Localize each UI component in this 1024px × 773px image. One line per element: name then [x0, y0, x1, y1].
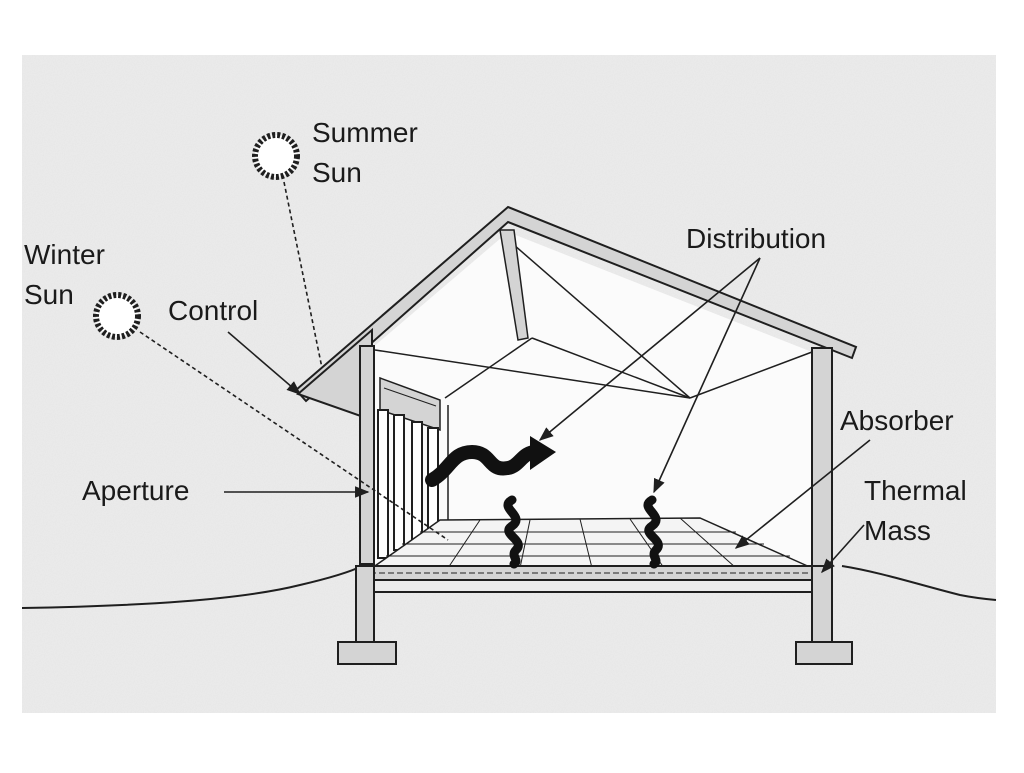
roof: [294, 205, 858, 403]
leader-lines: [224, 257, 871, 574]
label-winter-sun-line1: Winter: [24, 239, 105, 270]
ceiling-lines: [374, 237, 813, 399]
heat-squiggle-left-icon: [503, 495, 523, 569]
label-summer-sun-line2: Sun: [312, 157, 362, 188]
summer-sun-ray: [283, 181, 323, 369]
ridge-beam: [499, 229, 529, 341]
front-wall-header: [359, 345, 375, 565]
winter-sun-icon: [93, 292, 141, 340]
label-thermal-mass-line1: Thermal: [864, 475, 967, 506]
label-summer-sun-line1: Summer: [312, 117, 418, 148]
label-thermal-mass-line2: Mass: [864, 515, 931, 546]
label-control: Control: [168, 295, 258, 326]
floor-tiles: [369, 517, 813, 569]
ground-line: [21, 565, 997, 609]
heat-squiggle-right-icon: [643, 495, 663, 569]
label-absorber: Absorber: [840, 405, 954, 436]
right-wall: [811, 347, 833, 569]
summer-sun-icon: [252, 132, 300, 180]
winter-sun-ray: [139, 331, 449, 541]
label-aperture: Aperture: [82, 475, 189, 506]
window-shade: [379, 376, 441, 432]
label-winter-sun-line2: Sun: [24, 279, 74, 310]
foundation-left: [337, 565, 397, 665]
floor-slab: [361, 565, 833, 593]
house-interior: [372, 232, 812, 568]
airflow-arrow-icon: [425, 436, 556, 487]
label-distribution: Distribution: [686, 223, 826, 254]
foundation-right: [795, 565, 853, 665]
